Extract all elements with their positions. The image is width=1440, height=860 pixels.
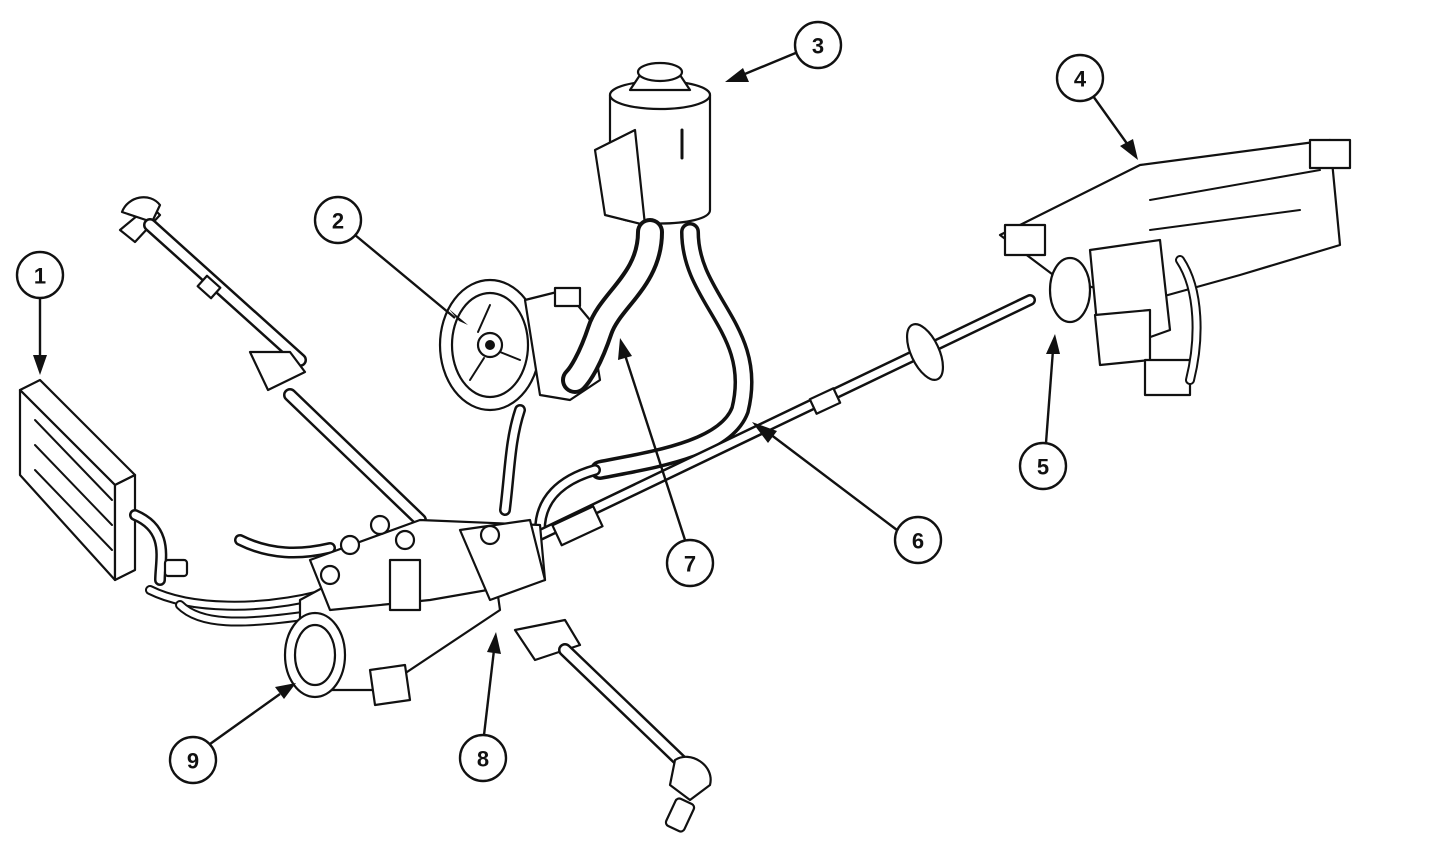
callout-3-label: 3 bbox=[812, 34, 824, 59]
callout-1: 1 bbox=[15, 250, 65, 375]
callout-6: 6 bbox=[752, 422, 943, 565]
callout-8-label: 8 bbox=[477, 747, 489, 772]
callout-4: 4 bbox=[1055, 53, 1138, 160]
callout-2-label: 2 bbox=[332, 209, 344, 234]
callout-2: 2 bbox=[313, 195, 468, 325]
callout-1-label: 1 bbox=[34, 264, 46, 289]
power-steering-cooler bbox=[18, 378, 189, 586]
callout-9: 9 bbox=[168, 683, 296, 785]
callout-7: 7 bbox=[618, 338, 715, 588]
callout-9-label: 9 bbox=[187, 749, 199, 774]
callout-5: 5 bbox=[1018, 334, 1068, 491]
callout-5-label: 5 bbox=[1037, 455, 1049, 480]
upper-tie-rod bbox=[118, 196, 427, 527]
steering-gear bbox=[283, 514, 547, 707]
pump-hoses bbox=[499, 218, 754, 536]
lower-tie-rod bbox=[513, 618, 712, 833]
callout-3: 3 bbox=[725, 20, 843, 82]
steering-column bbox=[998, 138, 1352, 397]
callout-6-label: 6 bbox=[912, 529, 924, 554]
callout-8: 8 bbox=[458, 632, 508, 783]
power-steering-reservoir bbox=[593, 61, 712, 227]
callout-4-label: 4 bbox=[1074, 67, 1087, 92]
intermediate-shaft bbox=[534, 294, 1036, 547]
callout-7-label: 7 bbox=[684, 552, 696, 577]
cooler-hoses bbox=[145, 534, 336, 627]
